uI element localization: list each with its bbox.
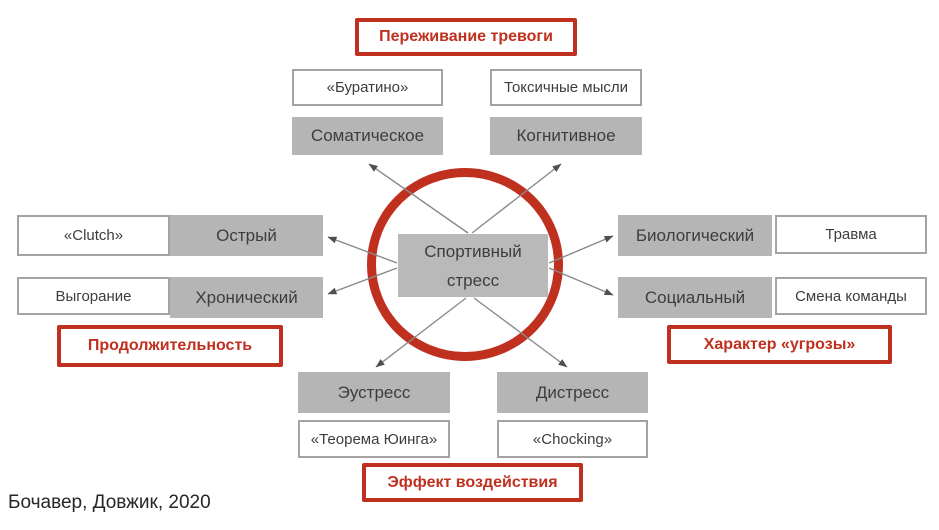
type-box-chronic: Хронический <box>170 277 323 318</box>
category-label-effect: Эффект воздействия <box>362 463 583 502</box>
type-box-cognitive: Когнитивное <box>490 117 642 155</box>
arrow-to-social <box>548 267 614 296</box>
category-label-threat: Характер «угрозы» <box>667 325 892 364</box>
type-box-social: Социальный <box>618 277 772 318</box>
example-box-chocking: «Chocking» <box>497 420 648 458</box>
arrow-to-acute <box>327 236 398 264</box>
example-box-ewing-theorem: «Теорема Юинга» <box>298 420 450 458</box>
attribution-text: Бочавер, Довжик, 2020 <box>8 492 211 513</box>
type-box-acute: Острый <box>170 215 323 256</box>
example-box-injury: Травма <box>775 215 927 254</box>
type-box-somatic: Соматическое <box>292 117 443 155</box>
arrow-to-somatic <box>368 163 469 234</box>
type-box-distress: Дистресс <box>497 372 648 413</box>
category-label-anxiety: Переживание тревоги <box>355 18 577 56</box>
example-box-buratino: «Буратино» <box>292 69 443 106</box>
example-box-toxic-thoughts: Токсичные мысли <box>490 69 642 106</box>
example-box-clutch: «Clutch» <box>17 215 170 256</box>
center-circle <box>367 168 563 361</box>
type-box-biological: Биологический <box>618 215 772 256</box>
category-label-duration: Продолжительность <box>57 325 283 367</box>
example-box-team-change: Смена команды <box>775 277 927 315</box>
arrow-to-biological <box>548 235 614 264</box>
example-box-burnout: Выгорание <box>17 277 170 315</box>
arrow-to-chronic <box>327 267 398 295</box>
center-node-sport-stress: Спортивный стресс <box>398 234 548 297</box>
arrow-to-cognitive <box>471 163 562 234</box>
arrow-to-distress <box>473 297 568 368</box>
arrow-to-eustress <box>375 297 467 368</box>
type-box-eustress: Эустресс <box>298 372 450 413</box>
